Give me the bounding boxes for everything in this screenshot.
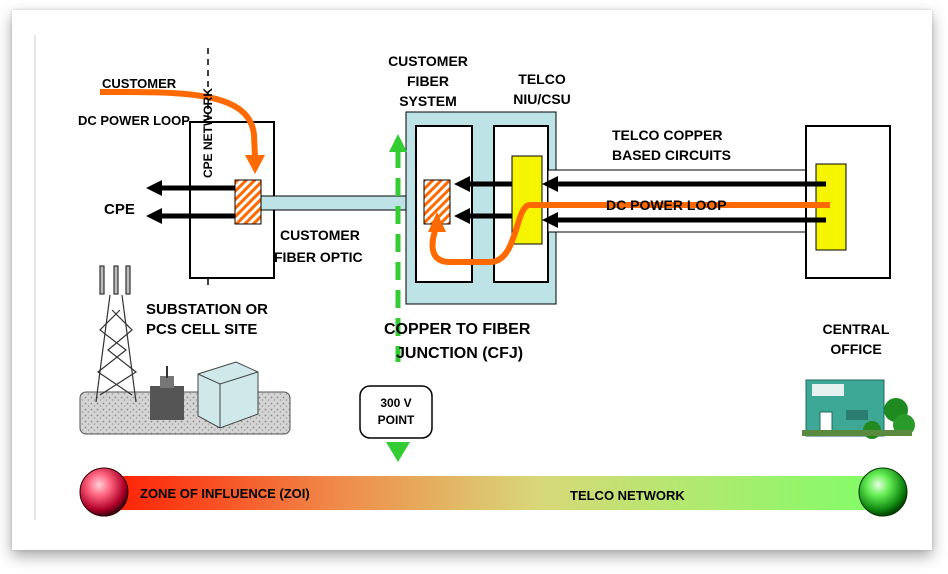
cfj-line1: COPPER TO FIBER [384,321,531,338]
cpe-hatched-block [234,179,262,225]
central-office-building-icon [802,379,915,439]
dc-power-loop-right-label: DC POWER LOOP [606,197,727,213]
telco-niu-line2: NIU/CSU [513,91,571,107]
telco-copper-line2: BASED CIRCUITS [612,147,731,163]
substation-line2: PCS CELL SITE [146,321,257,338]
point-300v-line2: POINT [378,413,415,427]
customer-fiber-system-line3: SYSTEM [399,93,457,109]
customer-fiber-optic-line2: FIBER OPTIC [274,249,363,265]
cpe-label: CPE [104,201,135,218]
customer-fiber-system-line1: CUSTOMER [388,53,468,69]
substation-icon [79,265,291,435]
telco-network-label: TELCO NETWORK [570,488,685,503]
point-300v-line1: 300 V [380,396,411,410]
dc-power-loop-left-label: DC POWER LOOP [78,113,190,128]
zone-of-influence-label: ZONE OF INFLUENCE (ZOI) [140,486,310,501]
green-indicator-ball [858,467,908,517]
substation-line1: SUBSTATION OR [146,301,268,318]
cfj-line2: JUNCTION (CFJ) [396,345,523,362]
dc-power-loop-left-arrow [99,88,265,174]
telco-niu-line1: TELCO [518,71,566,87]
copper-circuit-arrows [454,176,826,228]
zoi-gradient-bar [98,476,898,510]
central-office-line2: OFFICE [830,341,881,357]
customer-label: CUSTOMER [102,76,177,91]
customer-fiber-cable [257,195,411,211]
red-indicator-ball [79,467,129,517]
customer-fiber-optic-line1: CUSTOMER [280,227,360,243]
telco-copper-line1: TELCO COPPER [612,127,722,143]
cpe-network-label: CPE NETWORK [201,88,215,178]
point-300v-callout [359,385,433,439]
customer-fiber-system-line2: FIBER [407,73,449,89]
central-office-line1: CENTRAL [823,321,890,337]
cpe-arrows [146,180,235,224]
point-300v-boundary [386,134,410,462]
dc-power-loop-right-arrow [428,202,830,265]
